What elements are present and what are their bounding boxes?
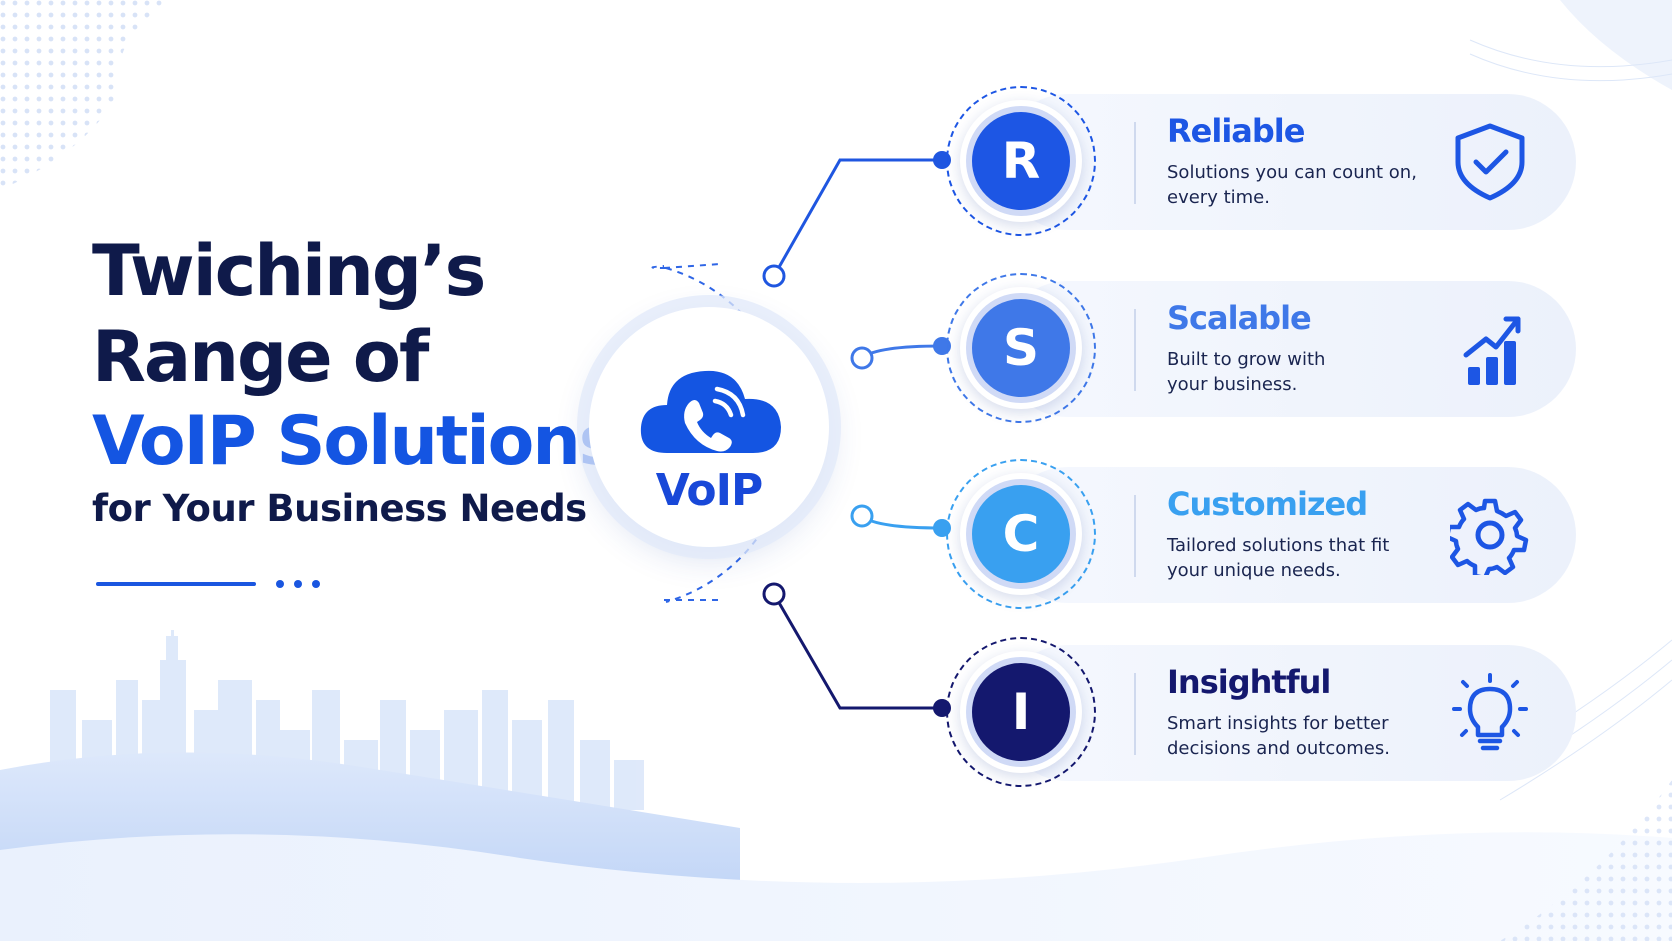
connector-customized	[861, 514, 943, 530]
card-divider	[1134, 673, 1136, 755]
connector-node-customized	[850, 504, 874, 528]
feature-title-scalable: Scalable	[1167, 299, 1312, 337]
badge-letter-s: S	[972, 299, 1070, 397]
badge-letter-c: C	[972, 485, 1070, 583]
underline-bar	[96, 582, 256, 586]
badge-ring	[946, 86, 1096, 236]
connector-node-insightful	[762, 582, 786, 606]
feature-card-insightful: Insightful Smart insights for better dec…	[1000, 645, 1576, 781]
underline-dot	[276, 580, 284, 588]
badge-reliable: R	[946, 86, 1096, 236]
title-underline-decoration	[96, 578, 336, 590]
hub-arc-top-dash	[663, 263, 721, 269]
badge-customized: C	[946, 459, 1096, 609]
hub-label: VoIP	[655, 465, 764, 516]
shield-check-icon	[1455, 123, 1525, 201]
badge-letter-r: R	[972, 112, 1070, 210]
badge-insightful: I	[946, 637, 1096, 787]
feature-description-customized: Tailored solutions that fit your unique …	[1167, 535, 1390, 581]
title-line-1: Twiching’s	[92, 230, 486, 312]
badge-scalable: S	[946, 273, 1096, 423]
title-line-4: for Your Business Needs	[92, 487, 587, 530]
connector-node-scalable	[850, 346, 874, 370]
gear-icon	[1450, 498, 1529, 575]
badge-ring	[946, 637, 1096, 787]
dot-pattern-bottom-right	[1500, 780, 1672, 941]
card-divider	[1134, 309, 1136, 391]
connector-node-reliable	[762, 264, 786, 288]
cloud-phone-icon	[640, 370, 781, 453]
lightbulb-icon	[1452, 673, 1528, 751]
badge-ring	[946, 273, 1096, 423]
growth-chart-icon	[1463, 316, 1521, 385]
title-line-3: VoIP Solutions	[92, 402, 619, 481]
voip-hub: VoIP	[589, 307, 829, 547]
feature-card-scalable: Scalable Built to grow with your busines…	[1000, 281, 1576, 417]
connector-insightful	[772, 593, 942, 710]
badge-ring	[946, 459, 1096, 609]
feature-title-customized: Customized	[1167, 485, 1368, 523]
title-line-2: Range of	[92, 316, 429, 398]
feature-card-reliable: Reliable Solutions you can count on, eve…	[1000, 94, 1576, 230]
wave-bottom	[0, 832, 1672, 941]
connector-reliable	[772, 158, 942, 277]
dot-pattern-top-left	[0, 0, 170, 190]
title-block: Twiching’s Range of VoIP Solutions for Y…	[92, 230, 619, 530]
feature-title-reliable: Reliable	[1167, 112, 1305, 150]
corner-shade-top-right	[1560, 0, 1672, 90]
feature-description-insightful: Smart insights for better decisions and …	[1167, 713, 1390, 759]
underline-dot	[312, 580, 320, 588]
feature-description-scalable: Built to grow with your business.	[1167, 349, 1326, 395]
feature-card-customized: Customized Tailored solutions that fit y…	[1000, 467, 1576, 603]
connector-scalable	[861, 344, 943, 360]
card-divider	[1134, 495, 1136, 577]
feature-description-reliable: Solutions you can count on, every time.	[1167, 162, 1417, 208]
underline-dot	[294, 580, 302, 588]
hub-arc-top	[651, 265, 667, 269]
card-divider	[1134, 122, 1136, 204]
feature-title-insightful: Insightful	[1167, 663, 1331, 701]
badge-letter-i: I	[972, 663, 1070, 761]
